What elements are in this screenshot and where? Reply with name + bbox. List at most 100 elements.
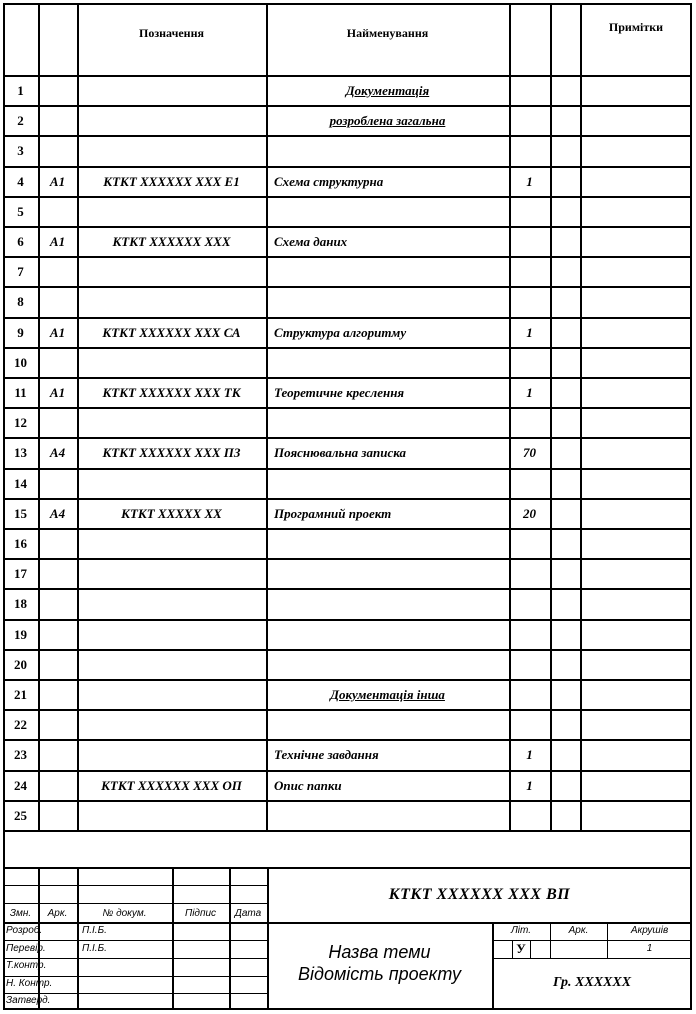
row-number: 13 <box>14 445 27 461</box>
label-sheet: Арк. <box>47 908 68 919</box>
row-quantity: 1 <box>526 173 533 189</box>
row-number: 9 <box>17 324 24 340</box>
role-label: Перевір. <box>6 942 46 954</box>
row-line <box>3 649 692 651</box>
row-line <box>3 196 692 198</box>
row-line <box>3 800 692 802</box>
row-number: 23 <box>14 747 27 763</box>
row-designation: КТКТ ХХХХХХ ХХХ <box>112 234 231 249</box>
drawing-sheet <box>3 3 692 1010</box>
stamp-row-line <box>3 993 267 994</box>
row-format: А4 <box>49 505 66 521</box>
label-sheets-total: Акрушів <box>630 925 669 936</box>
header-designation: Позначення <box>138 26 204 40</box>
row-quantity: 1 <box>526 385 533 400</box>
row-line <box>3 679 692 681</box>
role-label: Розроб. <box>6 925 43 936</box>
stamp-column-line <box>77 867 79 1010</box>
stamp-lit-subcolumn <box>512 940 513 958</box>
stamp-lit-column <box>550 922 551 958</box>
row-line <box>3 739 692 741</box>
row-name: Технічне завдання <box>274 747 379 763</box>
label-change: Змн. <box>9 908 32 919</box>
stamp-column-line <box>172 867 174 1010</box>
header-line <box>3 75 692 77</box>
label-doc-number: № докум. <box>102 908 147 919</box>
row-quantity: 70 <box>523 445 536 461</box>
row-format: А1 <box>49 173 66 189</box>
row-number: 8 <box>17 294 24 310</box>
row-number: 11 <box>14 385 27 400</box>
row-line <box>3 437 692 439</box>
stamp-column-line <box>38 867 40 1010</box>
row-line <box>3 135 692 137</box>
stamp-row-line <box>3 940 267 941</box>
row-number: 1 <box>17 83 24 98</box>
row-quantity: 1 <box>526 747 533 763</box>
stamp-row-line <box>3 922 267 924</box>
row-number: 25 <box>14 807 27 823</box>
row-number: 15 <box>14 505 27 521</box>
row-name: Схема структурна <box>274 173 384 189</box>
role-person: П.І.Б. <box>82 942 107 954</box>
role-label: Н. Контр. <box>6 977 53 989</box>
stamp-row-line <box>3 958 267 959</box>
stamp-row-line <box>3 885 267 886</box>
label-lit: Літ. <box>510 925 532 936</box>
row-designation: КТКТ ХХХХХХ ХХХ СА <box>102 324 241 340</box>
row-number: 16 <box>14 536 27 551</box>
row-quantity: 1 <box>526 777 533 793</box>
row-line <box>3 770 692 772</box>
row-format: А1 <box>49 324 66 340</box>
row-number: 5 <box>17 203 24 219</box>
row-number: 22 <box>14 717 27 733</box>
row-format: А4 <box>49 445 66 461</box>
row-line <box>3 256 692 258</box>
row-format: А1 <box>49 234 66 249</box>
row-designation: КТКТ ХХХХХХ ХХХ ПЗ <box>102 445 241 461</box>
lit-value: У <box>516 941 526 956</box>
column-line <box>509 3 511 830</box>
row-line <box>3 407 692 409</box>
stamp-column-line <box>267 867 269 1010</box>
stamp-lit-subcolumn <box>530 940 531 958</box>
row-line <box>3 166 692 168</box>
row-designation: КТКТ ХХХХХХ ХХХ ОП <box>101 777 242 793</box>
row-line <box>3 468 692 470</box>
sheets-total-value: 1 <box>646 943 653 954</box>
row-designation: КТКТ ХХХХХ ХХ <box>121 505 222 521</box>
group-code: Гр. ХХХХХХ <box>552 975 632 990</box>
row-format: А1 <box>49 385 66 400</box>
row-line <box>3 709 692 711</box>
row-line <box>3 105 692 107</box>
row-number: 21 <box>14 687 27 702</box>
row-number: 14 <box>14 475 27 491</box>
column-line <box>38 3 40 830</box>
row-quantity: 1 <box>526 324 533 340</box>
row-number: 6 <box>17 234 24 249</box>
row-name: Пояснювальна записка <box>274 445 406 461</box>
role-label: Затверд. <box>6 995 51 1007</box>
row-quantity: 20 <box>523 505 536 521</box>
header-notes: Примітки <box>608 20 664 34</box>
row-number: 24 <box>14 777 27 793</box>
row-name: Програмний проект <box>274 505 392 521</box>
row-number: 3 <box>17 143 24 159</box>
row-line <box>3 226 692 228</box>
header-name: Найменування <box>346 26 429 40</box>
row-name: Теоретичне креслення <box>274 385 405 400</box>
row-name: Схема даних <box>274 234 348 249</box>
row-line <box>3 528 692 530</box>
row-line <box>3 286 692 288</box>
stamp-code-line <box>267 922 692 924</box>
role-person: П.І.Б. <box>82 925 107 936</box>
row-number: 4 <box>17 173 24 189</box>
row-number: 17 <box>14 566 27 582</box>
row-line <box>3 619 692 621</box>
row-line <box>3 588 692 590</box>
row-name: Документація інша <box>330 687 445 702</box>
row-number: 12 <box>14 415 27 431</box>
document-code: КТКТ ХХХХХХ ХХХ ВП <box>388 886 571 903</box>
stamp-row-line <box>3 903 267 904</box>
stamp-lit-divider <box>492 922 494 1010</box>
